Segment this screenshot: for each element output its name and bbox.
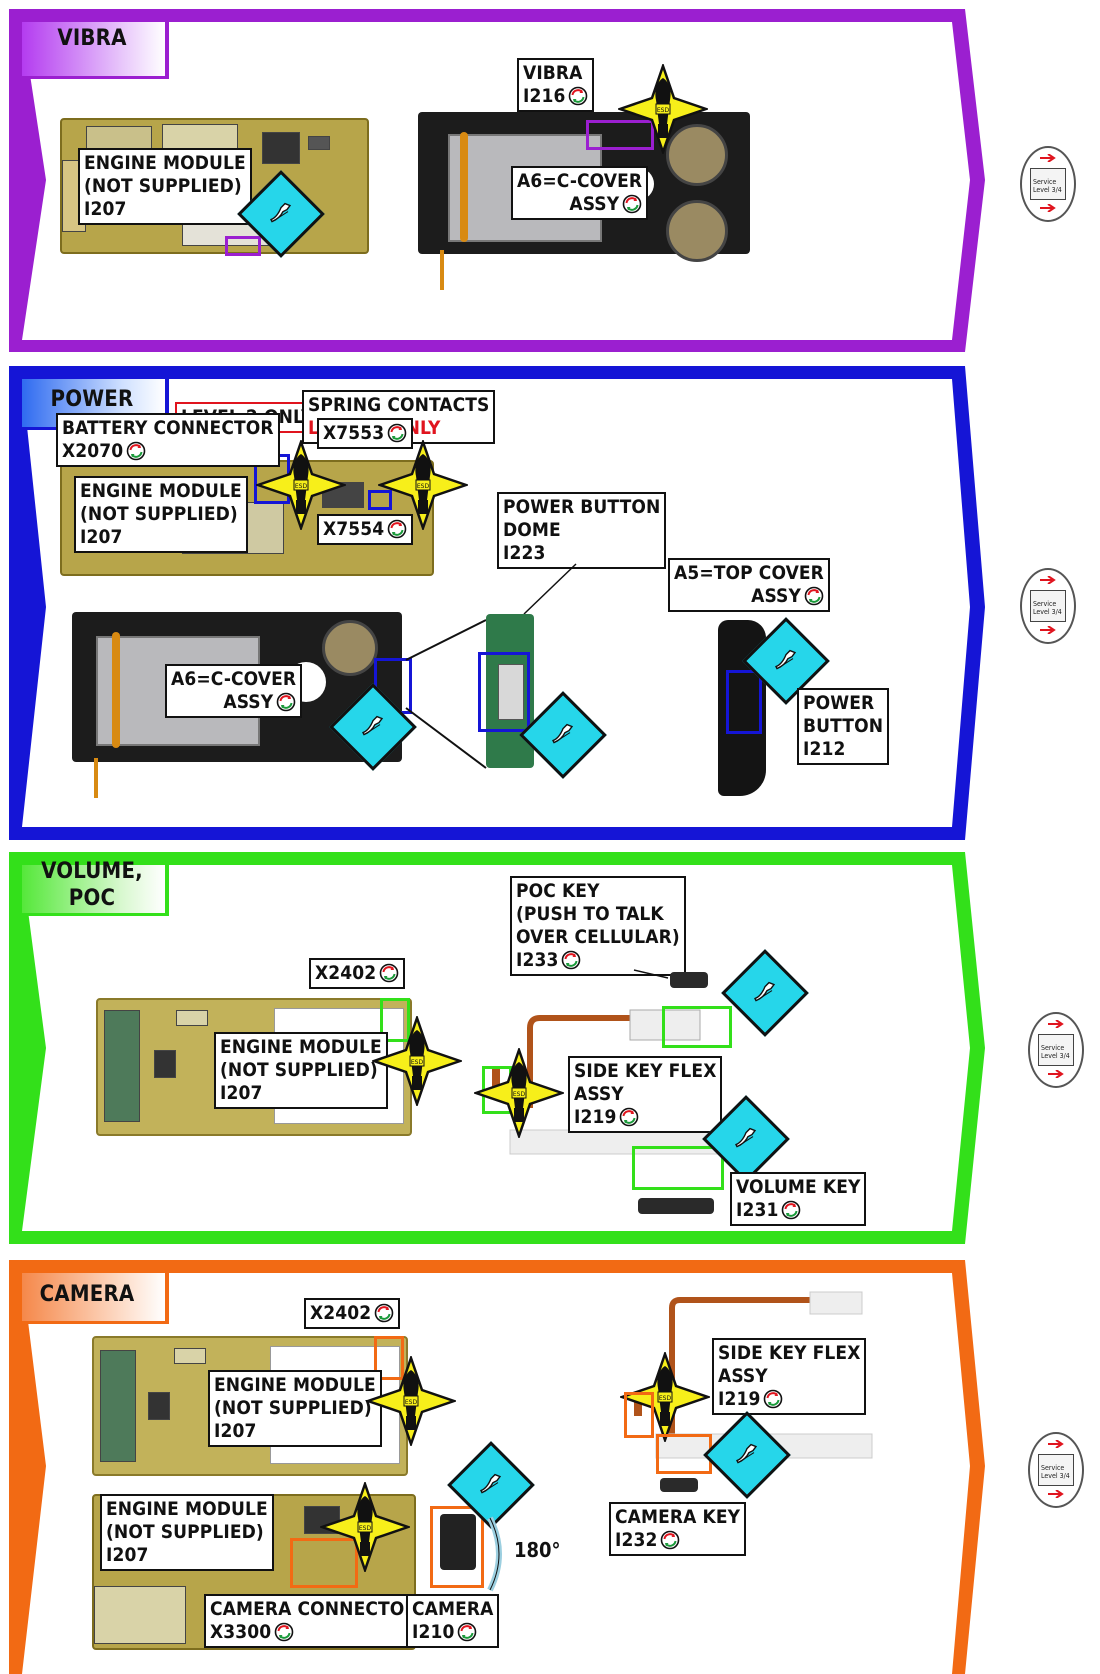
vibra-section: VIBRA ENGINE MODULE (NOT SUPPLIED) I207 …	[0, 0, 1100, 360]
leader-line	[632, 966, 672, 982]
camera-highlight	[430, 1506, 484, 1588]
esd-warning-icon	[378, 440, 468, 530]
esd-warning-icon	[618, 64, 708, 154]
replace-part-icon	[660, 1530, 680, 1550]
camera-key-label: CAMERA KEY I232	[609, 1502, 746, 1556]
rotate-arrow-icon	[482, 1514, 512, 1594]
section-title: VIBRA	[22, 25, 162, 52]
service-level-badge: Service Level 3/4	[1028, 1432, 1084, 1508]
poc-contact-highlight	[662, 1006, 732, 1048]
replace-part-icon	[126, 441, 146, 461]
esd-warning-icon	[372, 1016, 462, 1106]
section-title: CAMERA	[22, 1281, 152, 1308]
poc-key-part	[670, 972, 708, 988]
camera-key-part	[660, 1478, 698, 1492]
engine-module-label: ENGINE MODULE (NOT SUPPLIED) I207	[100, 1494, 274, 1571]
vibra-contact-highlight	[225, 236, 261, 256]
replace-part-icon	[804, 586, 824, 606]
zoom-lines	[400, 612, 490, 772]
esd-warning-icon	[256, 440, 346, 530]
camera-label: CAMERA I210	[406, 1594, 499, 1648]
service-level-badge: Service Level 3/4	[1028, 1012, 1084, 1088]
replace-part-icon	[622, 194, 642, 214]
replace-part-icon	[561, 950, 581, 970]
leader-line	[520, 562, 580, 618]
engine-module-label: ENGINE MODULE (NOT SUPPLIED) I207	[74, 476, 248, 553]
service-level-badge: Service Level 3/4	[1020, 146, 1076, 222]
volume-key-part	[638, 1198, 714, 1214]
volume-poc-section: VOLUME, POC X2402 ENGINE MODULE (NOT SUP…	[0, 848, 1100, 1248]
camera-section: CAMERA X2402 ENGINE MODULE (NOT SUPPLIED…	[0, 1256, 1100, 1674]
side-key-flex-label: SIDE KEY FLEX ASSY I219	[568, 1056, 722, 1133]
service-level-badge: Service Level 3/4	[1020, 568, 1076, 644]
section-title: POWER	[22, 386, 162, 413]
power-button-highlight	[726, 670, 762, 734]
esd-warning-icon	[366, 1356, 456, 1446]
poc-key-label: POC KEY (PUSH TO TALK OVER CELLULAR) I23…	[510, 876, 686, 976]
esd-warning-icon	[320, 1482, 410, 1572]
replace-part-icon	[276, 692, 296, 712]
camera-connector-label: CAMERA CONNECTOR X3300	[204, 1594, 424, 1648]
rotation-degree-label: 180°	[514, 1538, 561, 1562]
replace-part-icon	[763, 1389, 783, 1409]
replace-part-icon	[457, 1622, 477, 1642]
flex-cable	[440, 250, 444, 290]
x2402-label: X2402	[304, 1298, 400, 1329]
replace-part-icon	[274, 1622, 294, 1642]
engine-module-label: ENGINE MODULE (NOT SUPPLIED) I207	[78, 148, 252, 225]
flex-cable	[94, 758, 98, 798]
c-cover-label: A6=C-COVER ASSY	[165, 664, 302, 718]
replace-part-icon	[374, 1303, 394, 1323]
side-key-flex-label: SIDE KEY FLEX ASSY I219	[712, 1338, 866, 1415]
battery-connector-label: BATTERY CONNECTOR X2070	[56, 413, 280, 467]
volume-key-label: VOLUME KEY I231	[730, 1172, 866, 1226]
dome-highlight	[478, 652, 530, 732]
esd-warning-icon	[474, 1048, 564, 1138]
replace-part-icon	[379, 963, 399, 983]
side-key-connector-highlight	[624, 1392, 654, 1438]
c-cover-label: A6=C-COVER ASSY	[511, 166, 648, 220]
x2402-label: X2402	[309, 958, 405, 989]
power-button-label: POWER BUTTON I212	[797, 688, 889, 765]
power-section: POWER LEVEL 2 ONLY SPRING CONTACTS LEVEL…	[0, 362, 1100, 844]
engine-module-label: ENGINE MODULE (NOT SUPPLIED) I207	[214, 1032, 388, 1109]
engine-module-label: ENGINE MODULE (NOT SUPPLIED) I207	[208, 1370, 382, 1447]
replace-part-icon	[568, 86, 588, 106]
top-cover-label: A5=TOP COVER ASSY	[668, 558, 830, 612]
power-button-dome-label: POWER BUTTON DOME I223	[497, 492, 666, 569]
replace-part-icon	[619, 1107, 639, 1127]
volume-contact-highlight	[632, 1146, 724, 1190]
replace-part-icon	[781, 1200, 801, 1220]
vibra-label: VIBRA I216	[517, 58, 594, 112]
section-title: VOLUME, POC	[22, 858, 162, 912]
